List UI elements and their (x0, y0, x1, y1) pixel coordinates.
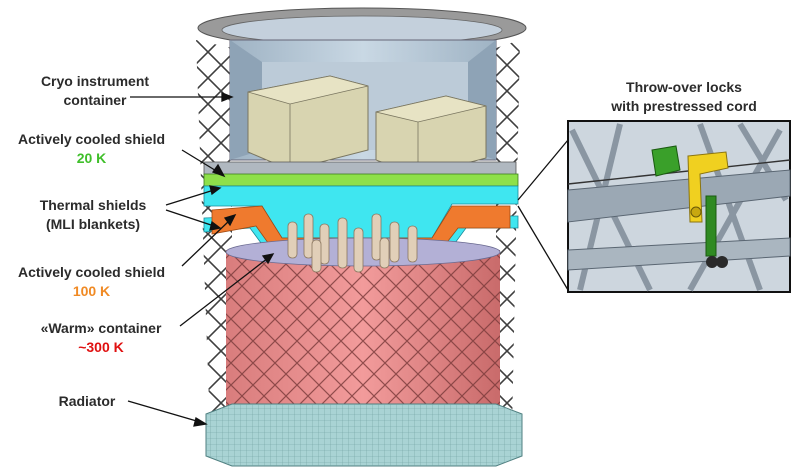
label-warm-temp: ~300 K (78, 339, 124, 355)
cryo-container (229, 39, 497, 177)
label-cryo-line1: Cryo instrument (40, 73, 150, 89)
label-radiator: Radiator (42, 392, 132, 411)
warm-instrument-cylinders (287, 213, 418, 273)
label-active-shield-20k: Actively cooled shield 20 K (4, 130, 179, 168)
label-warm-container: «Warm» container ~300 K (26, 319, 176, 357)
throw-over-lock-yellow (687, 151, 729, 223)
inset-detail (567, 120, 791, 293)
label-inset: Throw-over locks with prestressed cord (596, 78, 772, 116)
label-cryo-container: Cryo instrument container (20, 72, 170, 110)
label-100k-temp: 100 K (72, 283, 111, 299)
label-inset-line1: Throw-over locks (626, 79, 742, 95)
label-20k-temp: 20 K (76, 150, 107, 166)
label-thermal-shields: Thermal shields (MLI blankets) (18, 196, 168, 234)
label-20k-line1: Actively cooled shield (17, 131, 166, 147)
warm-container (225, 237, 501, 442)
label-100k-line1: Actively cooled shield (17, 264, 166, 280)
label-cryo-line2: container (63, 92, 127, 108)
outer-lattice-shell (196, 40, 520, 440)
callout-arrows (127, 92, 569, 427)
throw-over-lock-green (651, 145, 728, 268)
label-active-shield-100k: Actively cooled shield 100 K (4, 263, 179, 301)
label-thermal-line1: Thermal shields (39, 197, 147, 213)
label-thermal-line2: (MLI blankets) (45, 216, 141, 232)
label-radiator-line1: Radiator (58, 393, 116, 409)
instrument-box-left (247, 75, 369, 171)
label-inset-line2: with prestressed cord (611, 98, 757, 114)
radiator (205, 403, 523, 467)
label-warm-line1: «Warm» container (40, 320, 162, 336)
shield-20k (203, 173, 519, 187)
